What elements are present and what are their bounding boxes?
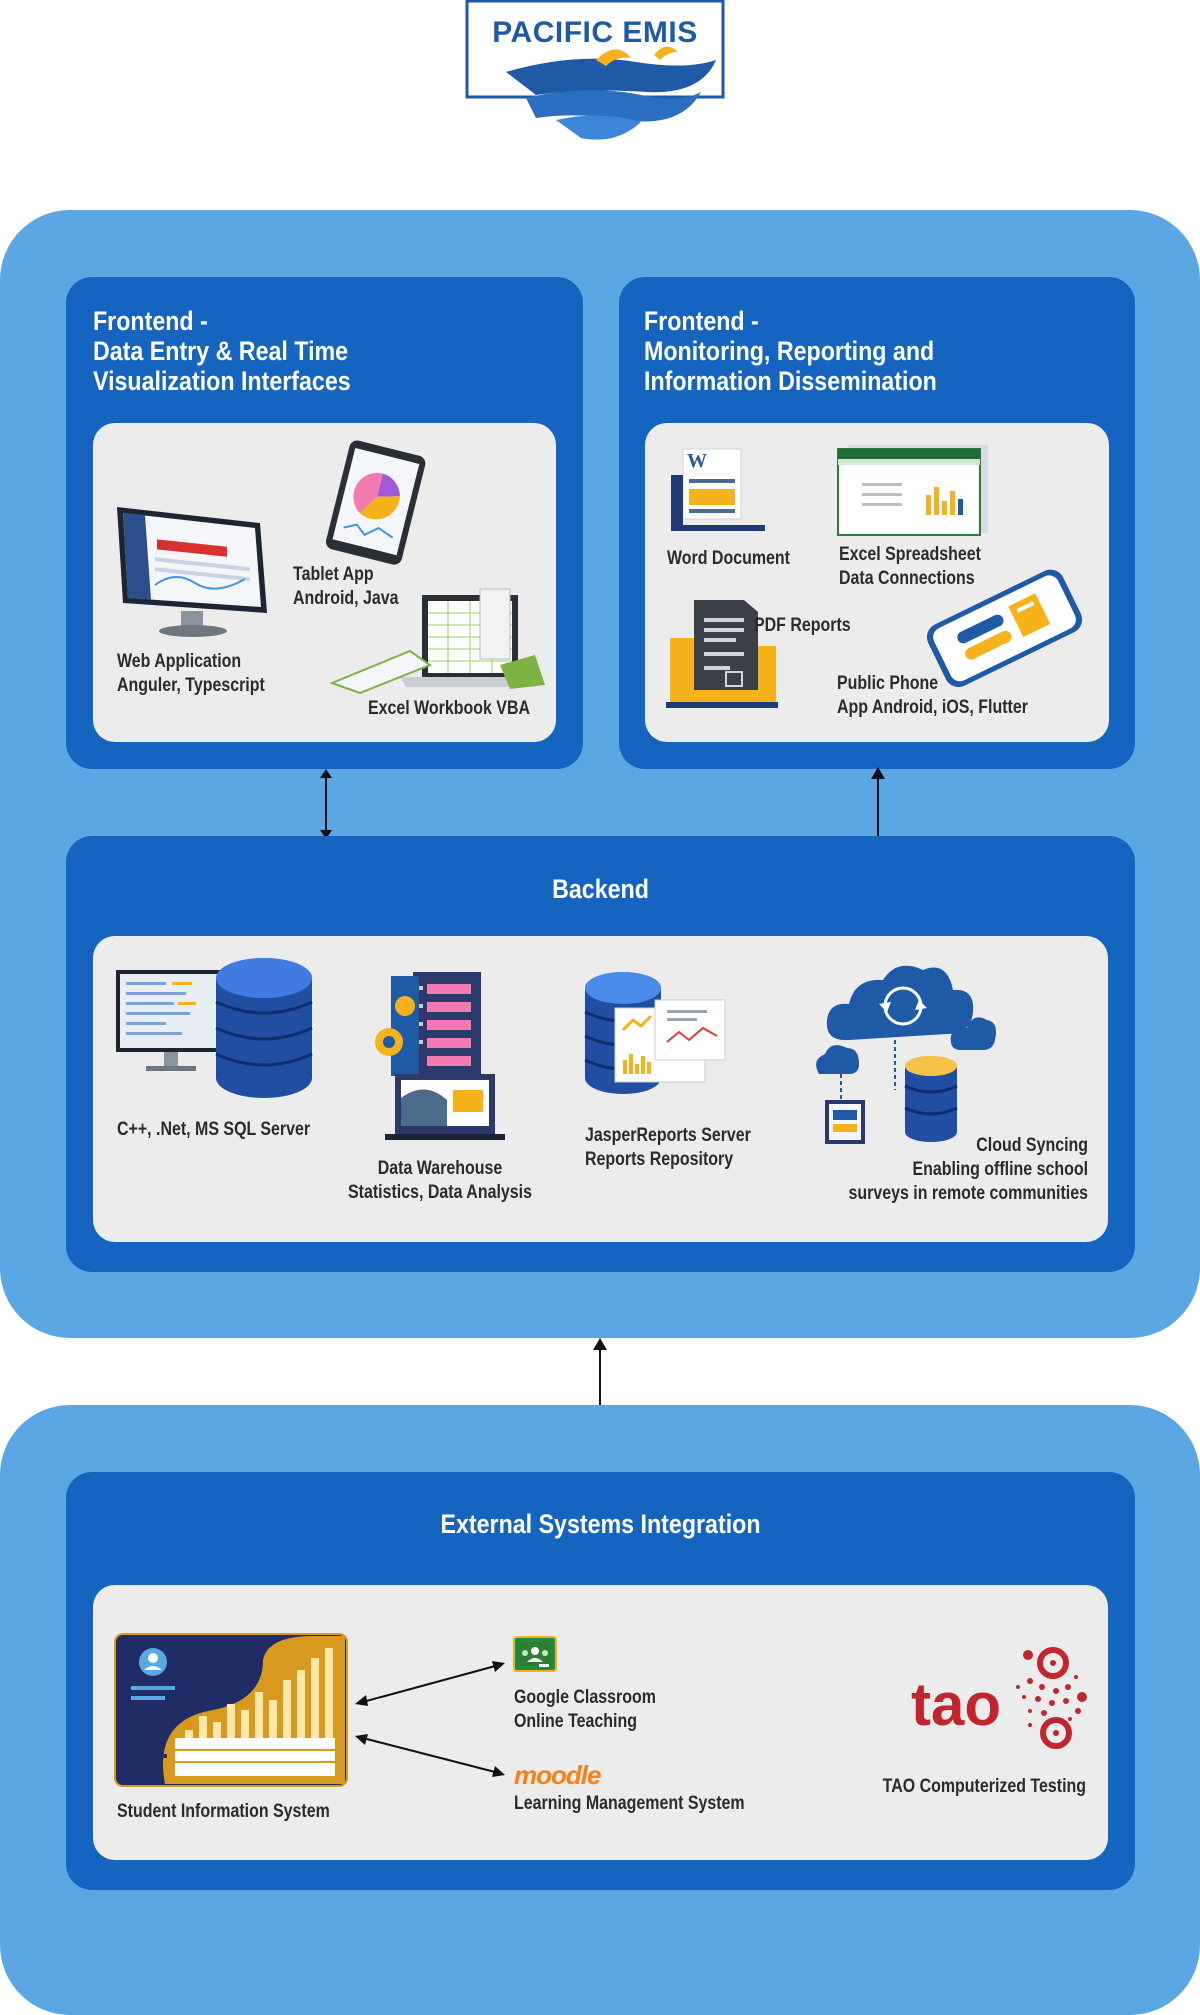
monitor-icon	[117, 507, 267, 637]
svg-text:W: W	[687, 450, 707, 472]
google-classroom-label: Google Classroom Online Teaching	[514, 1687, 656, 1732]
database-server-icon	[116, 958, 313, 1098]
logo-wave-icon	[465, 0, 725, 140]
frontend-reporting-title: Frontend - Monitoring, Reporting and Inf…	[644, 306, 937, 396]
excel-workbook-label: Excel Workbook VBA	[368, 698, 531, 719]
logo-text: PACIFIC EMIS	[492, 16, 698, 49]
backend-title: Backend	[552, 874, 649, 904]
excel-spreadsheet-label: Excel Spreadsheet Data Connections	[839, 544, 981, 589]
student-info-board-icon	[114, 1633, 348, 1787]
pdf-report-icon	[666, 600, 778, 708]
frontend-entry-title: Frontend - Data Entry & Real Time Visual…	[93, 306, 351, 396]
tao-computerized-testing-label: TAO Computerized Testing	[882, 1776, 1086, 1797]
laptop-spreadsheet-icon	[329, 588, 545, 695]
connector-arrows	[355, 1661, 505, 1777]
data-warehouse-icon	[375, 972, 505, 1140]
tablet-icon	[325, 440, 426, 565]
public-phone-label: Public Phone App Android, iOS, Flutter	[837, 673, 1028, 718]
web-application-label: Web Application Anguler, Typescript	[117, 651, 265, 696]
word-document-label: Word Document	[667, 548, 790, 569]
data-warehouse-label: Data Warehouse Statistics, Data Analysis	[348, 1158, 532, 1203]
google-classroom-icon	[513, 1636, 557, 1672]
phone-icon	[926, 569, 1083, 688]
spreadsheet-icon	[837, 445, 988, 536]
tao-logo-icon: tao	[911, 1671, 1001, 1738]
learning-management-system-label: Learning Management System	[514, 1793, 745, 1814]
cloud-syncing-label: Cloud Syncing Enabling offline school su…	[848, 1135, 1088, 1204]
pacific-emis-logo: PACIFIC EMIS	[465, 0, 725, 145]
tao-dots-icon	[1016, 1647, 1087, 1749]
up-arrow-icon	[593, 1338, 607, 1406]
jasperreports-label: JasperReports Server Reports Repository	[585, 1125, 751, 1170]
cpp-dotnet-sql-label: C++, .Net, MS SQL Server	[117, 1119, 311, 1140]
moodle-logo-icon: moodle	[514, 1760, 601, 1790]
pdf-reports-label: PDF Reports	[754, 615, 851, 636]
cloud-sync-icon	[816, 965, 996, 1144]
up-arrow-icon	[871, 767, 885, 837]
external-title: External Systems Integration	[440, 1509, 761, 1539]
tablet-app-label: Tablet App Android, Java	[293, 564, 399, 609]
student-information-system-label: Student Information System	[117, 1801, 330, 1822]
bidirectional-arrow-icon	[320, 769, 332, 839]
reports-repository-icon	[584, 972, 726, 1094]
word-document-icon: W	[671, 448, 765, 531]
